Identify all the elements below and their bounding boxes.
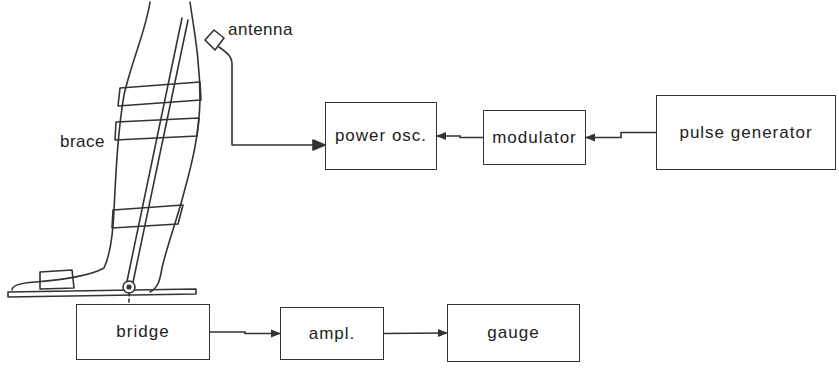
strap [40, 270, 74, 289]
part-name: antenna [226, 20, 295, 40]
leg-outline-back [150, 2, 200, 292]
box-label: gauge [487, 323, 539, 343]
leg-outline [12, 2, 150, 290]
ankle-joint [123, 281, 135, 293]
signal-arrow [210, 332, 280, 334]
process-box: bridge [76, 304, 210, 360]
process-box: ampl. [280, 307, 384, 360]
arrowhead [313, 140, 325, 150]
process-box: modulator [483, 110, 586, 165]
signal-arrow [384, 332, 447, 334]
process-box: pulse generator [656, 95, 836, 170]
brace-bar [126, 18, 188, 287]
process-box: power osc. [325, 102, 437, 170]
sole-plate [8, 289, 196, 297]
signal-arrow [586, 133, 656, 138]
box-label: modulator [492, 128, 577, 148]
antenna-wire [219, 47, 325, 145]
box-label: bridge [116, 322, 169, 342]
signal-arrow [437, 136, 483, 138]
process-box: gauge [447, 304, 580, 362]
box-label: ampl. [309, 324, 356, 344]
sensor-lead [128, 293, 130, 304]
ankle-joint-pin [127, 285, 131, 289]
part-name: brace [58, 132, 107, 152]
strap [118, 82, 201, 106]
box-label: power osc. [335, 126, 427, 146]
box-label: pulse generator [679, 123, 812, 143]
antenna-symbol [205, 30, 224, 50]
